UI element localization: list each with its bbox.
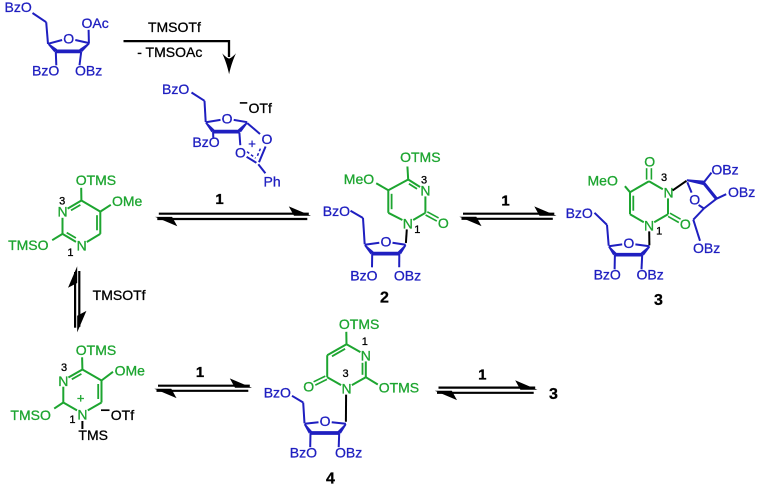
- svg-text:O: O: [222, 111, 233, 127]
- svg-text:1: 1: [501, 193, 509, 210]
- svg-text:BzO: BzO: [5, 0, 32, 15]
- svg-text:N: N: [58, 373, 68, 389]
- svg-text:O: O: [644, 154, 655, 170]
- svg-text:2: 2: [380, 290, 389, 307]
- svg-text:OTMS: OTMS: [400, 149, 440, 165]
- svg-text:3: 3: [549, 386, 558, 403]
- svg-text:OTf: OTf: [249, 100, 272, 116]
- svg-text:1: 1: [478, 367, 486, 384]
- svg-text:3: 3: [342, 368, 348, 380]
- svg-text:N: N: [57, 204, 67, 220]
- svg-text:OBz: OBz: [394, 267, 421, 283]
- svg-text:TMSOTf: TMSOTf: [93, 287, 146, 303]
- svg-text:O: O: [438, 215, 449, 231]
- svg-text:BzO: BzO: [594, 266, 621, 282]
- svg-text:3: 3: [421, 174, 427, 186]
- svg-text:MeO: MeO: [588, 172, 618, 188]
- svg-text:- TMSOAc: - TMSOAc: [137, 44, 202, 60]
- svg-text:OTMS: OTMS: [76, 342, 116, 358]
- svg-text:OBz: OBz: [75, 63, 102, 79]
- svg-text:OBz: OBz: [728, 184, 755, 200]
- svg-text:N: N: [77, 406, 87, 422]
- svg-text:TMSO: TMSO: [10, 407, 51, 423]
- svg-text:OBz: OBz: [637, 266, 664, 282]
- svg-text:BzO: BzO: [323, 203, 350, 219]
- svg-text:BzO: BzO: [350, 267, 377, 283]
- svg-text:OTf: OTf: [111, 407, 134, 423]
- svg-text:3: 3: [654, 292, 663, 309]
- svg-text:1: 1: [656, 226, 662, 238]
- svg-text:N: N: [403, 215, 413, 231]
- svg-text:N: N: [663, 185, 673, 201]
- svg-text:3: 3: [61, 362, 67, 374]
- svg-text:1: 1: [196, 364, 204, 381]
- svg-text:N: N: [341, 381, 351, 397]
- svg-text:MeO: MeO: [344, 171, 374, 187]
- svg-text:OMe: OMe: [115, 363, 146, 379]
- svg-text:+: +: [248, 136, 256, 151]
- svg-text:BzO: BzO: [290, 445, 317, 461]
- svg-text:O: O: [380, 233, 391, 249]
- svg-text:O: O: [680, 216, 691, 232]
- svg-text:N: N: [77, 237, 87, 253]
- svg-text:BzO: BzO: [162, 81, 189, 97]
- svg-text:3: 3: [59, 195, 65, 207]
- svg-text:BzO: BzO: [264, 384, 291, 400]
- svg-text:N: N: [420, 183, 430, 199]
- svg-text:O: O: [235, 144, 246, 160]
- svg-text:1: 1: [67, 247, 73, 259]
- svg-text:TMS: TMS: [78, 427, 108, 443]
- svg-text:N: N: [361, 348, 371, 364]
- svg-text:+: +: [77, 390, 85, 405]
- svg-text:OMe: OMe: [112, 193, 143, 209]
- svg-text:OBz: OBz: [711, 161, 738, 177]
- svg-text:TMSOTf: TMSOTf: [148, 19, 201, 35]
- svg-text:1: 1: [69, 414, 75, 426]
- svg-text:O: O: [262, 131, 273, 147]
- svg-text:OBz: OBz: [335, 445, 362, 461]
- svg-text:OAc: OAc: [82, 15, 109, 31]
- svg-text:OTMS: OTMS: [379, 380, 419, 396]
- svg-text:BzO: BzO: [32, 63, 59, 79]
- svg-text:BzO: BzO: [192, 134, 219, 150]
- svg-text:3: 3: [661, 172, 667, 184]
- svg-text:4: 4: [326, 471, 335, 488]
- svg-text:N: N: [644, 217, 654, 233]
- svg-text:1: 1: [215, 191, 223, 208]
- svg-text:1: 1: [414, 224, 420, 236]
- svg-text:1: 1: [362, 336, 368, 348]
- svg-text:O: O: [320, 413, 331, 429]
- svg-text:BzO: BzO: [566, 205, 593, 221]
- svg-text:O: O: [63, 31, 74, 47]
- svg-text:OTMS: OTMS: [339, 316, 379, 332]
- svg-text:TMSO: TMSO: [8, 237, 49, 253]
- svg-text:OBz: OBz: [693, 240, 720, 256]
- svg-text:O: O: [689, 191, 700, 207]
- svg-text:Ph: Ph: [264, 173, 281, 189]
- svg-text:O: O: [303, 379, 314, 395]
- svg-text:O: O: [623, 235, 634, 251]
- svg-text:OTMS: OTMS: [76, 172, 116, 188]
